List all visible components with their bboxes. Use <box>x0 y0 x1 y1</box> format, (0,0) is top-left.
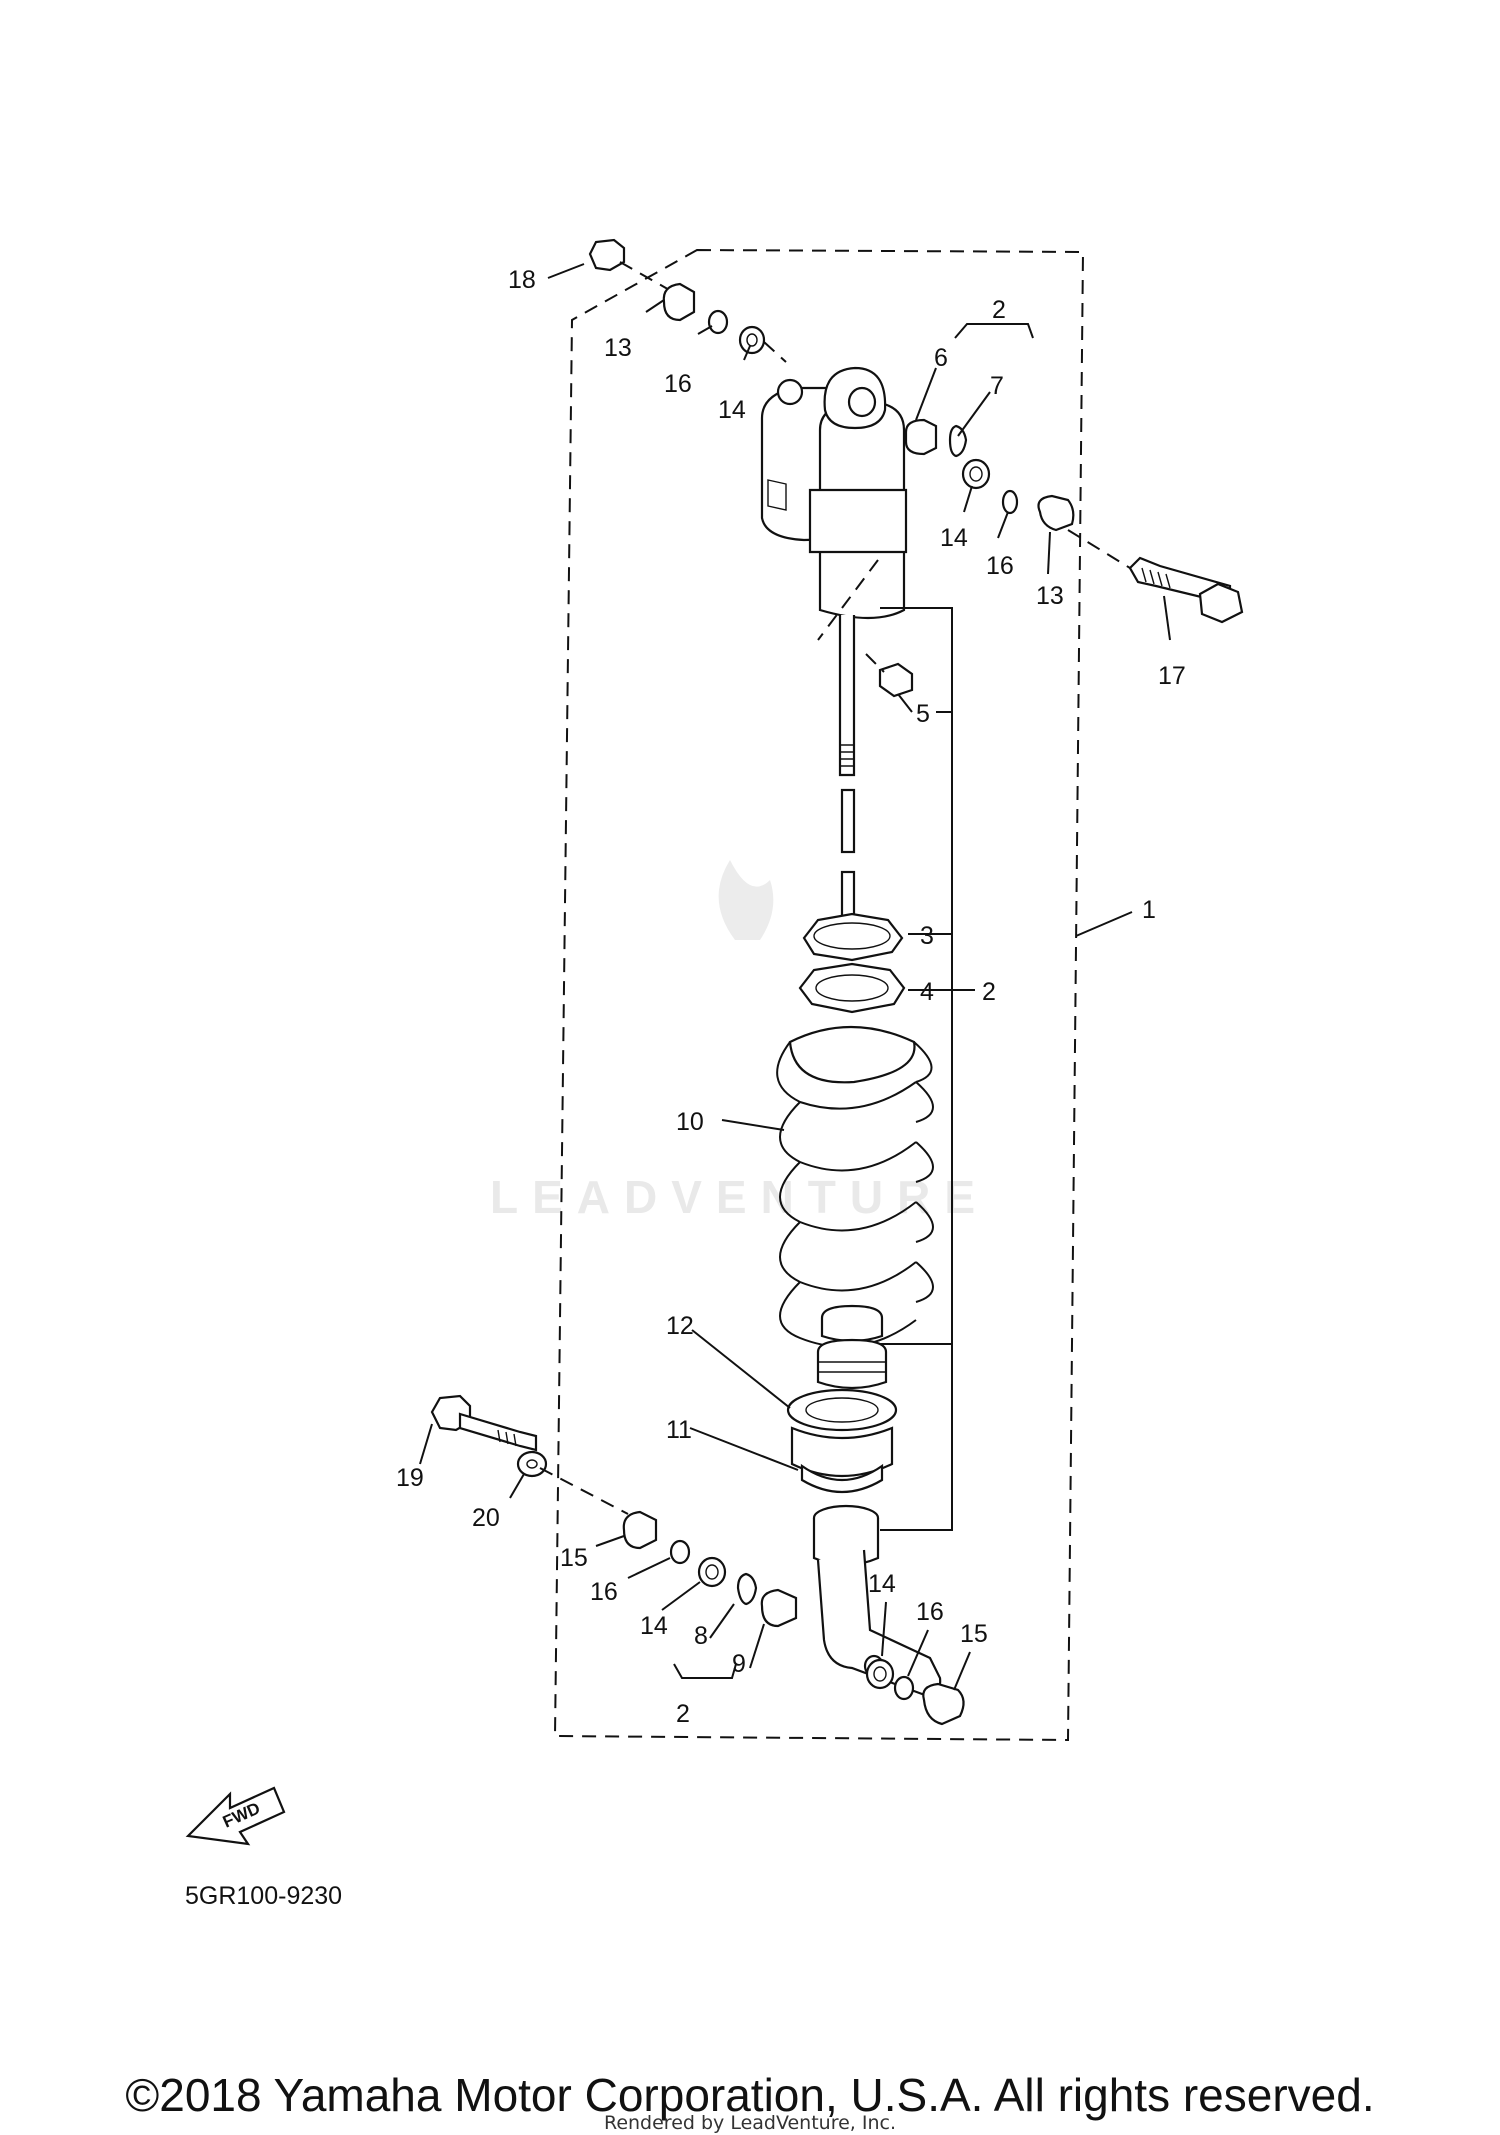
part-16-oring-top <box>707 309 729 335</box>
part-16-oring-bl <box>669 1539 691 1565</box>
part-15-collar-left <box>622 1510 658 1550</box>
part-4-lock-nut <box>798 962 906 1014</box>
callout-6: 6 <box>934 344 948 372</box>
part-18-nut <box>588 238 626 272</box>
part-5-nut <box>865 653 914 698</box>
top-left-hardware <box>588 238 787 363</box>
callout-18: 18 <box>508 266 536 294</box>
part-16-oring-br <box>893 1675 915 1701</box>
callout-14-top: 14 <box>718 396 746 424</box>
callout-1: 1 <box>1142 896 1156 924</box>
part-6-collar <box>904 418 938 456</box>
part-13-collar-top <box>662 282 696 322</box>
part-10-spring <box>776 1025 934 1348</box>
callout-3: 3 <box>920 922 934 950</box>
part-3-ring-nut <box>802 912 904 962</box>
callout-4: 4 <box>920 978 934 1006</box>
bottom-right-hardware <box>865 1658 965 1726</box>
callout-12: 12 <box>666 1312 694 1340</box>
callout-16-br: 16 <box>916 1598 944 1626</box>
part-7-circlip <box>948 424 968 458</box>
callout-2-bot: 2 <box>676 1700 690 1728</box>
callout-11: 11 <box>666 1416 692 1444</box>
part-13-collar-right <box>1037 494 1075 532</box>
callout-16-bl: 16 <box>590 1578 618 1606</box>
callout-15-right: 15 <box>960 1620 988 1648</box>
part-16-oring-right <box>1001 489 1019 515</box>
assembly-boundary <box>553 248 1085 1742</box>
callout-13-top: 13 <box>604 334 632 362</box>
bump-stop <box>816 1304 888 1390</box>
part-11-spring-seat <box>790 1426 894 1494</box>
callout-14-right: 14 <box>940 524 968 552</box>
top-right-hardware <box>904 418 1244 624</box>
watermark-text: LEADVENTURE <box>490 1171 989 1223</box>
part-14-bushing-bl <box>697 1556 727 1588</box>
callout-13-right: 13 <box>1036 582 1064 610</box>
part-20-washer <box>516 1450 548 1478</box>
callout-8: 8 <box>694 1622 708 1650</box>
shock-body-upper <box>760 366 908 777</box>
rendered-by-notice: Rendered by LeadVenture, Inc. <box>603 2112 897 2134</box>
part-14-bushing-top <box>738 325 766 355</box>
callout-17: 17 <box>1158 662 1186 690</box>
copyright-notice: ©2018 Yamaha Motor Corporation, U.S.A. A… <box>125 2069 1375 2121</box>
callout-20: 20 <box>472 1504 500 1532</box>
callouts: 18 13 16 14 2 6 7 14 16 13 17 5 3 4 2 1 … <box>396 266 1186 1728</box>
part-8-circlip <box>736 1572 758 1606</box>
part-14-bushing-top-right <box>961 458 991 490</box>
callout-2-top: 2 <box>992 296 1006 324</box>
part-15-collar-right <box>922 1682 965 1726</box>
callout-2-mid: 2 <box>982 978 996 1006</box>
shaft-rod <box>840 788 856 922</box>
bottom-left-hardware <box>430 1394 798 1628</box>
callout-14-bl: 14 <box>640 1612 668 1640</box>
callout-9: 9 <box>732 1650 746 1678</box>
fwd-arrow-icon: FWD <box>185 1786 286 1846</box>
diagram-code: 5GR100-9230 <box>185 1882 343 1910</box>
callout-5: 5 <box>916 700 930 728</box>
shock-lower-clevis <box>812 1504 942 1696</box>
part-14-bushing-br <box>865 1658 895 1690</box>
callout-7: 7 <box>990 372 1004 400</box>
callout-16-top: 16 <box>664 370 692 398</box>
leadventure-watermark: LEADVENTURE <box>490 860 989 1223</box>
part-9-collar <box>760 1588 798 1628</box>
leader-lines <box>419 263 1171 1691</box>
part-12-spring-guide <box>786 1388 898 1432</box>
callout-16-right: 16 <box>986 552 1014 580</box>
bracket-lines <box>673 323 1034 1679</box>
callout-14-br: 14 <box>868 1570 896 1598</box>
callout-10: 10 <box>676 1108 704 1136</box>
callout-19: 19 <box>396 1464 424 1492</box>
callout-15-left: 15 <box>560 1544 588 1572</box>
